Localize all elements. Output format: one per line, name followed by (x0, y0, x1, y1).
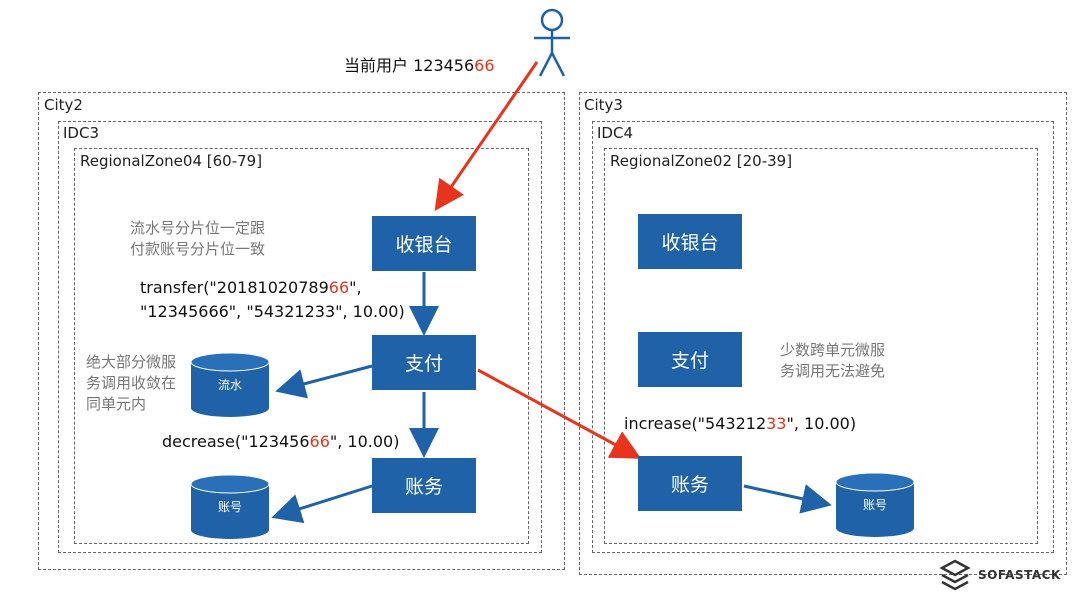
city2-label: City2 (44, 96, 83, 114)
sofastack-logo-icon (939, 559, 971, 591)
arrow-payment-to-flow-db (275, 364, 373, 399)
brand-name: SOFASTACK (978, 568, 1061, 582)
payment-node-left: 支付 (372, 335, 476, 390)
note-converge: 绝大部分微服 务调用收敛在 同单元内 (86, 353, 177, 413)
idc3-box (58, 121, 542, 553)
arrow-remote-account-to-db (743, 484, 832, 514)
account-db-right: 账号 (835, 472, 915, 538)
zone02-box (604, 148, 1038, 544)
database-icon (190, 352, 270, 417)
city3-box (579, 92, 1067, 575)
flow-db-label: 流水 (217, 378, 242, 392)
note-shard: 流水号分片位一定跟 付款账号分片位一致 (130, 219, 266, 258)
zone04-label: RegionalZone04 [60-79] (80, 152, 263, 170)
zone02-label: RegionalZone02 [20-39] (610, 152, 793, 170)
zone04-box (74, 148, 529, 544)
account-node-left: 账务 (372, 458, 476, 513)
arrow-payment-to-remote-account (477, 368, 642, 459)
decrease-call: decrease("12345666", 10.00) (162, 432, 400, 451)
arrow-account-to-db-left (271, 484, 373, 524)
idc3-label: IDC3 (63, 124, 99, 142)
account-db-right-label: 账号 (862, 498, 887, 512)
account-node-right: 账务 (638, 456, 742, 511)
cashier-node-right: 收银台 (638, 214, 742, 269)
arrow-user-to-cashier (434, 61, 539, 211)
payment-node-right: 支付 (638, 332, 742, 387)
user-icon (534, 8, 570, 77)
account-db-left-label: 账号 (217, 500, 242, 514)
city3-label: City3 (584, 96, 623, 114)
city2-box (38, 92, 565, 570)
database-icon (190, 474, 270, 539)
cashier-node-left: 收银台 (372, 216, 476, 271)
account-db-left: 账号 (190, 474, 270, 540)
note-cross-unit: 少数跨单元微服 务调用无法避免 (780, 341, 886, 380)
idc4-box (592, 121, 1054, 553)
database-icon (835, 472, 915, 537)
flow-db: 流水 (190, 352, 270, 418)
idc4-label: IDC4 (597, 124, 633, 142)
transfer-call: transfer("2018102078966", "12345666", "5… (140, 278, 405, 321)
increase-call: increase("54321233", 10.00) (624, 414, 857, 433)
current-user-label: 当前用户 12345666 (344, 56, 495, 75)
